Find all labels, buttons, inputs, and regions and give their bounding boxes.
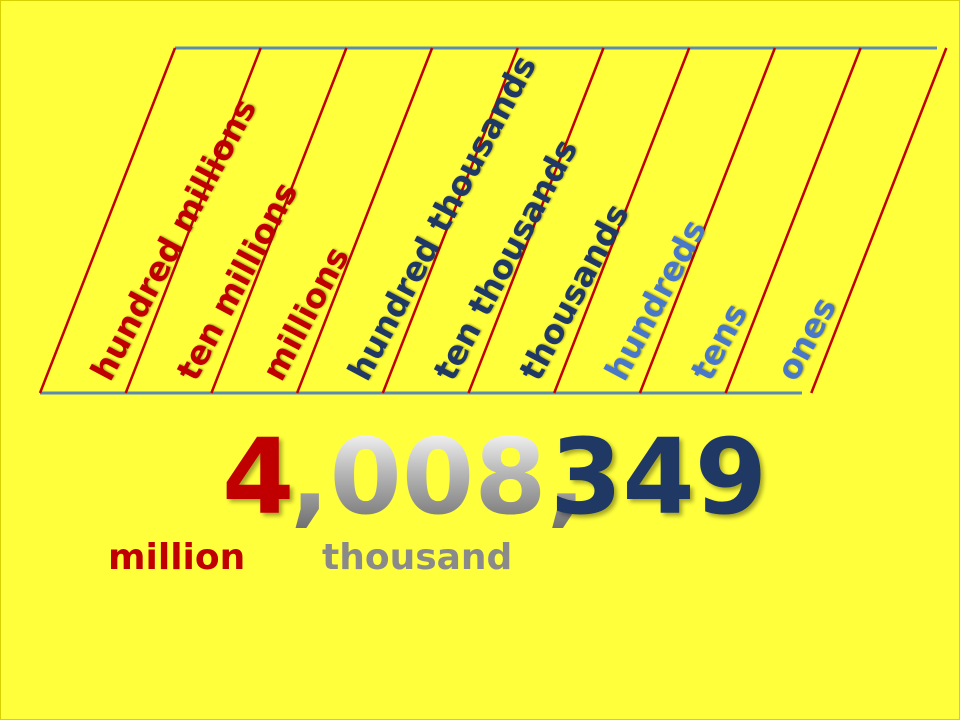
column-divider [724,47,862,394]
column-divider [38,47,177,394]
column-divider [810,47,948,394]
column-divider [553,47,691,394]
thousand-period-label: thousand [322,537,513,578]
column-divider [295,47,434,394]
column-divider [381,47,519,394]
column-label-tens: tens [683,297,756,387]
thousands-digits: ,008, [290,416,587,538]
column-divider [467,47,605,394]
ones-digits: 349 [550,416,768,538]
millions-digit: 4 [222,416,295,538]
column-divider [638,47,777,394]
column-divider [124,47,262,394]
column-divider [210,47,348,394]
million-period-label: million [108,537,246,578]
